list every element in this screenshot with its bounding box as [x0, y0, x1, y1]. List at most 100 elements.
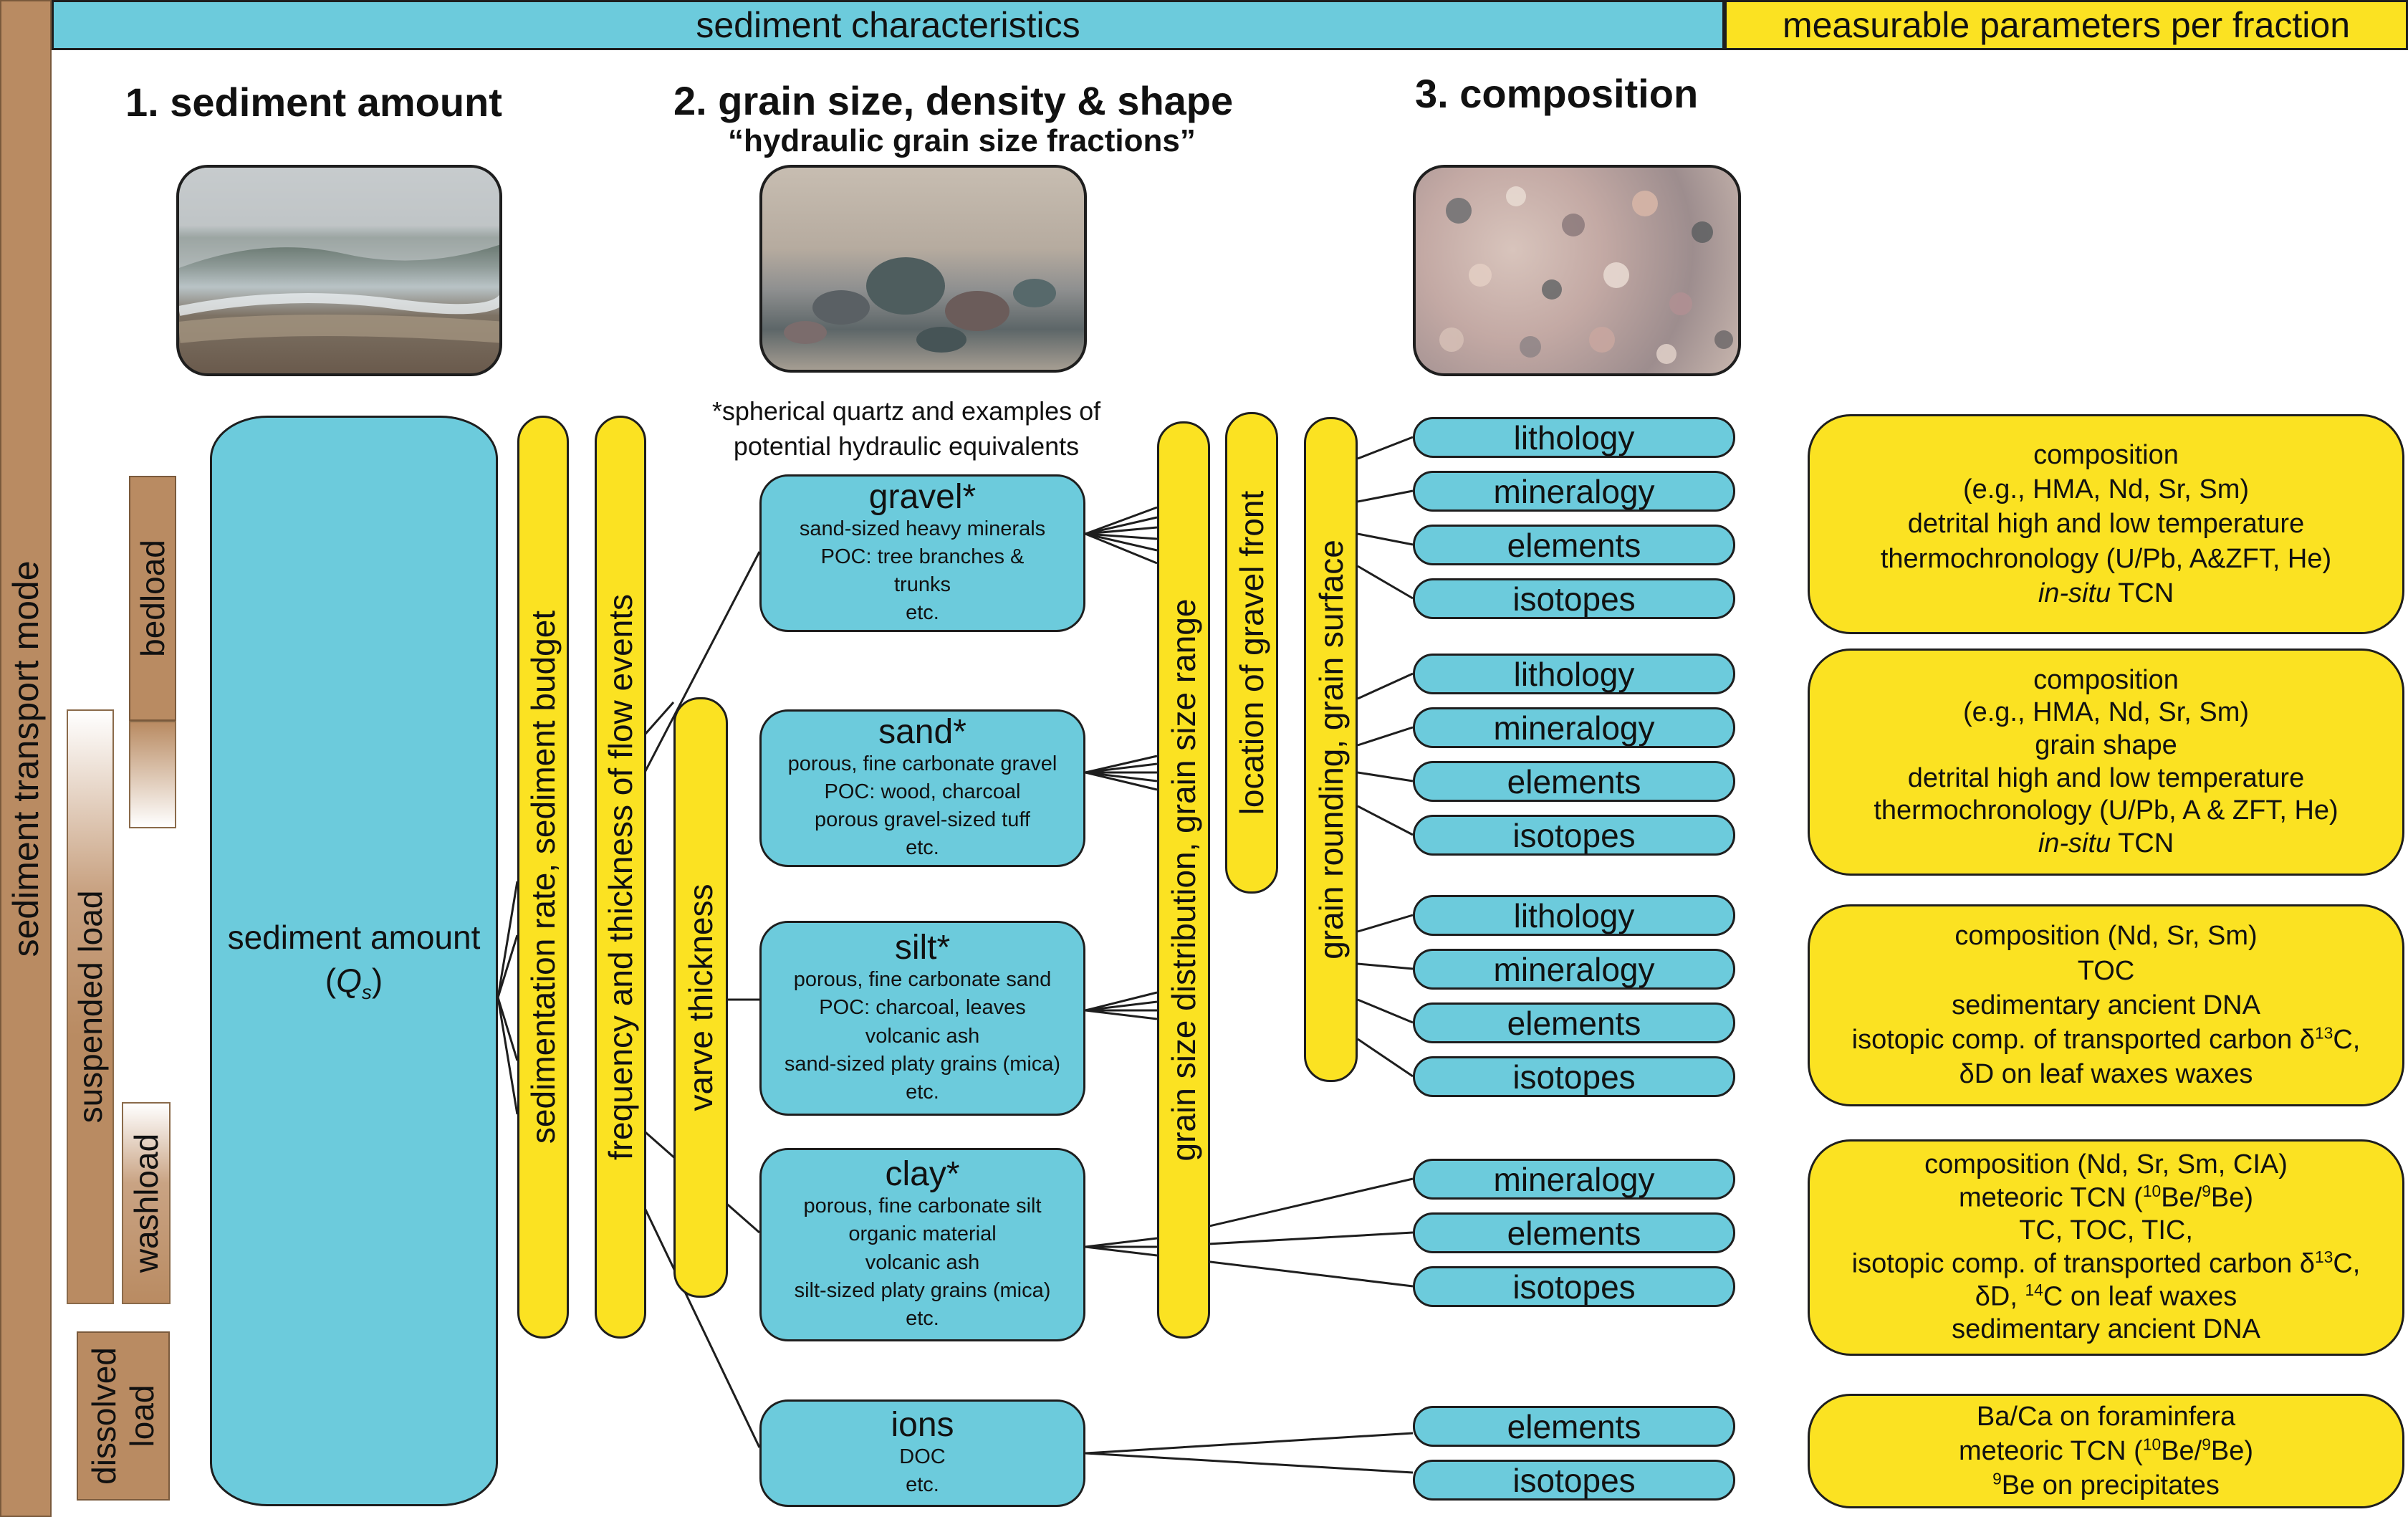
comp-ions-isotopes: isotopes: [1413, 1460, 1735, 1501]
heading-grain-size: 2. grain size, density & shape: [673, 78, 1234, 123]
fraction-ions: ions DOC etc.: [759, 1399, 1085, 1507]
header-left-label: sediment characteristics: [696, 5, 1080, 45]
fraction-gravel-line: POC: tree branches &: [820, 545, 1025, 569]
params-silt-line: composition (Nd, Sr, Sm): [1954, 921, 2258, 952]
grain-size-distribution-label: grain size distribution, grain size rang…: [1165, 598, 1202, 1162]
fraction-silt: silt* porous, fine carbonate sand POC: c…: [759, 921, 1085, 1116]
frequency-label: frequency and thickness of flow events: [602, 593, 639, 1161]
params-silt-line: sedimentary ancient DNA: [1952, 990, 2260, 1020]
params-gravel-line: detrital high and low temperature: [1907, 509, 2305, 540]
suspended-load-label: suspended load: [72, 890, 109, 1124]
washload-label: washload: [128, 1133, 165, 1273]
fraction-sand-title: sand*: [878, 712, 966, 751]
fraction-sand-line: etc.: [906, 836, 939, 860]
params-gravel-line: (e.g., HMA, Nd, Sr, Sm): [1962, 474, 2250, 505]
bedload-bar: bedload: [129, 476, 176, 721]
comp-silt-elements: elements: [1413, 1002, 1735, 1043]
comp-gravel-isotopes: isotopes: [1413, 578, 1735, 619]
fraction-sand-line: POC: wood, charcoal: [824, 780, 1021, 804]
heading-sediment-amount: 1. sediment amount: [125, 80, 502, 125]
suspended-load-bar: suspended load: [67, 709, 114, 1304]
params-clay-line: sedimentary ancient DNA: [1952, 1314, 2260, 1345]
params-clay-line: meteoric TCN (10Be/9Be): [1958, 1181, 2254, 1213]
comp-sand-mineralogy: mineralogy: [1413, 707, 1735, 748]
river-photo: [176, 165, 502, 376]
dissolved-load-line1: dissolved load: [85, 1347, 160, 1485]
fraction-silt-line: porous, fine carbonate sand: [793, 968, 1052, 992]
header-right: measurable parameters per fraction: [1725, 0, 2408, 50]
params-ions-line: 9Be on precipitates: [1992, 1469, 2220, 1501]
transport-mode-label: sediment transport mode: [6, 560, 46, 957]
fraction-clay-line: volcanic ash: [865, 1250, 980, 1274]
hydraulic-note-line1: *spherical quartz and examples of: [711, 396, 1101, 426]
params-silt-line: TOC: [2077, 955, 2135, 986]
fraction-ions-line: etc.: [906, 1473, 939, 1497]
bedload-fade: [129, 721, 176, 828]
fraction-gravel-line: trunks: [894, 573, 951, 597]
bedload-label: bedload: [134, 540, 171, 657]
params-clay: composition (Nd, Sr, Sm, CIA) meteoric T…: [1808, 1139, 2404, 1356]
transport-mode-bar: sediment transport mode: [0, 0, 52, 1517]
params-ions: Ba/Ca on foraminfera meteoric TCN (10Be/…: [1808, 1394, 2404, 1508]
fraction-silt-title: silt*: [894, 928, 951, 967]
params-clay-line: isotopic comp. of transported carbon δ13…: [1851, 1247, 2361, 1279]
fraction-silt-line: POC: charcoal, leaves: [819, 996, 1026, 1020]
comp-gravel-lithology: lithology: [1413, 417, 1735, 458]
heading-grain-size-sub: “hydraulic grain size fractions”: [728, 123, 1196, 158]
washload-bar: washload: [122, 1102, 171, 1304]
params-gravel-line: thermochronology (U/Pb, A&ZFT, He): [1880, 543, 2332, 574]
comp-sand-isotopes: isotopes: [1413, 815, 1735, 856]
fraction-ions-line: DOC: [899, 1445, 946, 1469]
dissolved-load-bar: dissolved load: [77, 1331, 170, 1501]
params-sand-line: in-situ TCN: [2038, 828, 2174, 858]
comp-sand-lithology: lithology: [1413, 654, 1735, 694]
params-silt: composition (Nd, Sr, Sm) TOC sedimentary…: [1808, 904, 2404, 1106]
params-gravel-line: composition: [2033, 439, 2179, 470]
sedimentation-rate-label: sedimentation rate, sediment budget: [524, 610, 562, 1144]
fraction-gravel-line: sand-sized heavy minerals: [799, 517, 1046, 540]
comp-silt-mineralogy: mineralogy: [1413, 949, 1735, 990]
fraction-sand: sand* porous, fine carbonate gravel POC:…: [759, 709, 1085, 867]
gravel-photo: [759, 165, 1087, 373]
gravel-front-bar: location of gravel front: [1225, 412, 1278, 894]
fraction-silt-line: etc.: [906, 1080, 939, 1104]
header-left: sediment characteristics: [52, 0, 1725, 50]
sediment-amount-label: sediment amount: [227, 918, 481, 956]
params-ions-line: meteoric TCN (10Be/9Be): [1958, 1435, 2254, 1466]
hydraulic-note: *spherical quartz and examples of potent…: [666, 394, 1146, 464]
grain-rounding-bar: grain rounding, grain surface: [1304, 417, 1358, 1082]
comp-gravel-elements: elements: [1413, 525, 1735, 565]
params-sand-line: (e.g., HMA, Nd, Sr, Sm): [1962, 697, 2250, 728]
fraction-silt-line: volcanic ash: [865, 1024, 980, 1048]
comp-silt-isotopes: isotopes: [1413, 1056, 1735, 1097]
varve-thickness-bar: varve thickness: [673, 697, 728, 1298]
fraction-clay-title: clay*: [885, 1154, 960, 1193]
comp-clay-elements: elements: [1413, 1212, 1735, 1253]
params-silt-line: isotopic comp. of transported carbon δ13…: [1851, 1023, 2361, 1056]
frequency-bar: frequency and thickness of flow events: [595, 416, 646, 1339]
params-gravel: composition (e.g., HMA, Nd, Sr, Sm) detr…: [1808, 414, 2404, 634]
params-silt-line: δD on leaf waxes waxes: [1959, 1059, 2253, 1090]
sand-grains-photo: [1413, 165, 1741, 376]
hydraulic-note-line2: potential hydraulic equivalents: [733, 431, 1080, 461]
fraction-silt-line: sand-sized platy grains (mica): [784, 1052, 1061, 1076]
comp-clay-mineralogy: mineralogy: [1413, 1159, 1735, 1200]
grain-size-distribution-bar: grain size distribution, grain size rang…: [1157, 421, 1210, 1339]
comp-silt-lithology: lithology: [1413, 895, 1735, 936]
fraction-sand-line: porous gravel-sized tuff: [815, 808, 1030, 832]
params-clay-line: composition (Nd, Sr, Sm, CIA): [1924, 1149, 2288, 1180]
params-gravel-line: in-situ TCN: [2038, 578, 2174, 608]
params-sand-line: grain shape: [2035, 729, 2177, 760]
params-sand-line: detrital high and low temperature: [1907, 762, 2305, 793]
params-clay-line: TC, TOC, TIC,: [2019, 1215, 2193, 1246]
fraction-clay-line: silt-sized platy grains (mica): [794, 1278, 1051, 1302]
sediment-amount-box: sediment amount (Qs): [210, 416, 498, 1506]
sediment-amount-symbol: (Qs): [325, 961, 383, 1004]
params-sand: composition (e.g., HMA, Nd, Sr, Sm) grai…: [1808, 649, 2404, 876]
fraction-clay-line: etc.: [906, 1306, 939, 1330]
params-ions-line: Ba/Ca on foraminfera: [1976, 1401, 2236, 1432]
gravel-front-label: location of gravel front: [1233, 490, 1270, 815]
comp-ions-elements: elements: [1413, 1406, 1735, 1447]
comp-sand-elements: elements: [1413, 761, 1735, 802]
params-sand-line: thermochronology (U/Pb, A & ZFT, He): [1874, 795, 2339, 826]
